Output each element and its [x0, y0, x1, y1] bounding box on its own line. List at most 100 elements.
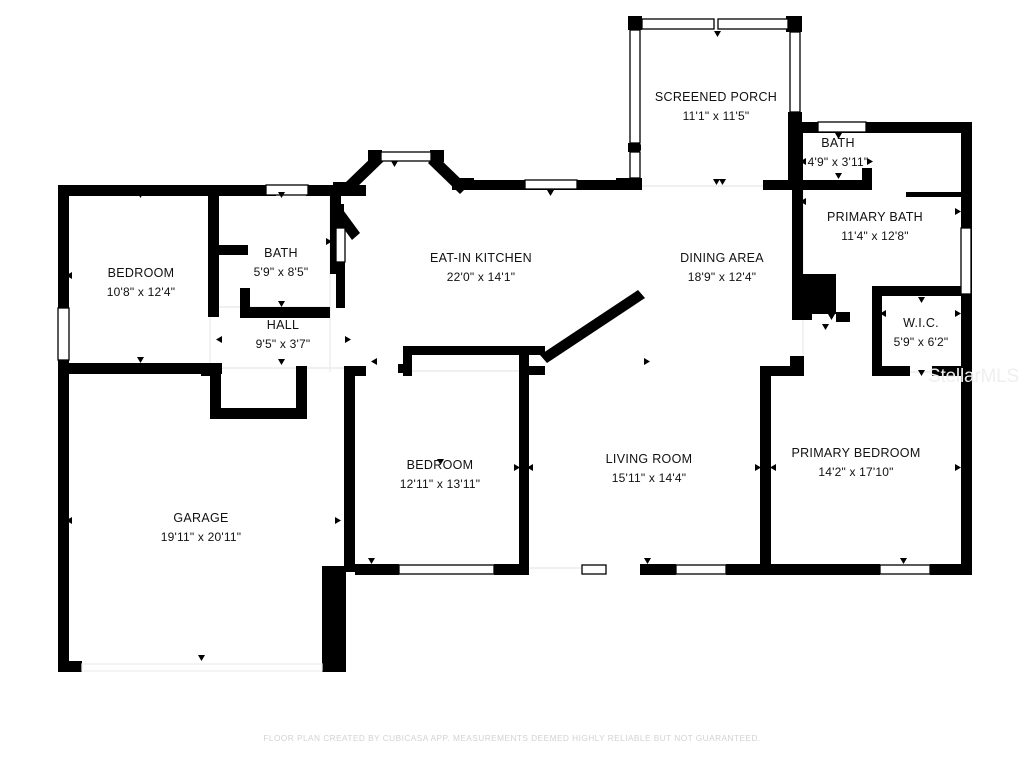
wall-bath-tr-top — [792, 122, 972, 133]
wall-kitchen-counter-top — [403, 346, 545, 355]
tick-bathtr-bottom — [835, 173, 842, 179]
wall-hallcloset-right — [296, 366, 307, 418]
wall-primary-bath-shelf — [906, 192, 962, 197]
tick-block-opening — [822, 324, 829, 330]
tick-prim-right — [955, 464, 961, 471]
window-bedroom-rear — [398, 564, 495, 575]
window-living-b — [675, 564, 727, 575]
tick-porch-left — [635, 144, 641, 151]
tick-bathtr-right — [867, 158, 873, 165]
wall-kitchen-counter-right — [519, 366, 545, 375]
tick-wic-bottom — [918, 370, 925, 376]
wall-garage-right-top-tab — [344, 366, 366, 376]
window-primary-bath — [960, 227, 972, 295]
tick-garage-bottom — [198, 655, 205, 661]
tick-porch-bottom — [713, 179, 720, 185]
wall-hallbath-diag-right — [336, 262, 345, 308]
wall-bedroom-front-top — [58, 185, 276, 196]
tick-bedf-right — [208, 277, 214, 284]
wall-bottom-bedroom-right — [494, 564, 529, 575]
wall-bay-corner-left — [368, 150, 382, 162]
wall-bath-tr-left — [792, 122, 803, 190]
wall-living-right-top-tab — [760, 366, 800, 376]
wall-hallbath-diagonal — [330, 203, 360, 240]
wall-hallcloset-left — [210, 366, 221, 418]
windows — [57, 18, 972, 672]
solid-block-closet — [799, 274, 836, 314]
wall-kitchen-counter-left — [403, 346, 412, 376]
wall-kitchen-divider-vert — [519, 346, 529, 568]
tick-block-bottom — [828, 314, 835, 320]
wall-bay-right-post — [452, 178, 474, 190]
window-hallbath-top — [265, 184, 309, 196]
wall-bedroom-front-left — [58, 185, 69, 373]
tick-hallbath-top — [278, 192, 285, 198]
wall-porch-top-left-post — [628, 16, 642, 30]
wall-hallbath-closet-top — [208, 245, 248, 255]
tick-hall-right — [345, 336, 351, 343]
tick-dining-top — [719, 179, 726, 185]
tick-wic-left — [880, 310, 886, 317]
wall-living-right-vert — [760, 366, 771, 572]
window-hallbath-diag — [335, 227, 346, 263]
tick-bedr-right — [514, 464, 520, 471]
wall-primary-bed-top — [790, 356, 804, 376]
wall-wic-left — [872, 286, 882, 374]
tick-bedr-bottom — [368, 558, 375, 564]
tick-bedf-left — [66, 272, 72, 279]
tick-living-bottom — [644, 558, 651, 564]
dimension-ticks — [66, 31, 961, 661]
wall-bottom-bedroom-left — [355, 564, 399, 575]
tick-bedr-left — [345, 464, 351, 471]
tick-garage-right — [335, 517, 341, 524]
wall-bay-diag-left — [346, 153, 384, 190]
wall-bath-tr-bottom — [792, 180, 872, 190]
tick-primarybath-r — [955, 208, 961, 215]
wall-wic-top — [872, 286, 962, 296]
tick-hallbath-bot — [278, 301, 285, 307]
tick-kitchen-left — [371, 358, 377, 365]
window-porch-left-b — [629, 151, 641, 179]
tick-bedf-bottom — [137, 357, 144, 363]
tick-wic-right — [955, 310, 961, 317]
tick-living-left — [527, 464, 533, 471]
tick-garage-left — [66, 517, 72, 524]
tick-bathtr-left — [800, 158, 806, 165]
disclaimer-footer: FLOOR PLAN CREATED BY CUBICASA APP. MEAS… — [263, 733, 761, 743]
window-living-a — [581, 564, 607, 575]
wall-bedroom-front-bottom — [58, 363, 222, 374]
wall-bath-wall-left-ext — [763, 180, 803, 190]
tick-kitchen-north — [547, 190, 554, 196]
tick-prim-bottom — [900, 558, 907, 564]
window-kitchen-north — [524, 179, 578, 190]
window-bedroom-front — [57, 307, 70, 361]
wall-bedroom-front-right — [208, 185, 219, 247]
tick-bay-top — [391, 161, 398, 167]
wall-garage-right-lower — [322, 566, 346, 666]
wall-hallbath-closet-tab — [240, 288, 250, 308]
wall-wic-bottom — [872, 366, 910, 376]
window-porch-top-a — [641, 18, 715, 30]
tick-hall-bottom — [278, 359, 285, 365]
tick-prim-left — [770, 464, 776, 471]
tick-hall-left — [216, 336, 222, 343]
tick-primarybath-l — [800, 198, 806, 205]
wall-bottom-living-a — [640, 564, 676, 575]
wall-wic-bottom-right — [932, 366, 962, 376]
wall-bottom-primary-right — [930, 564, 972, 575]
window-primary-bed — [879, 564, 931, 575]
walls — [58, 16, 972, 672]
wall-bay-left-post — [333, 182, 351, 193]
window-porch-left-a — [629, 29, 641, 144]
wall-hallbath-top-left — [208, 185, 266, 196]
wall-primary-bath-bottom-l — [792, 310, 812, 320]
tick-bedf-top — [137, 192, 144, 198]
wall-porch-left-post-mid — [628, 143, 640, 152]
wall-porch-top-right-post — [786, 16, 802, 32]
garage-door — [81, 663, 323, 672]
tick-bedr-top — [437, 459, 444, 465]
wall-block-tab — [836, 312, 850, 322]
wall-kitchen-diagonal — [540, 290, 645, 363]
wall-bottom-living-b — [726, 564, 770, 575]
